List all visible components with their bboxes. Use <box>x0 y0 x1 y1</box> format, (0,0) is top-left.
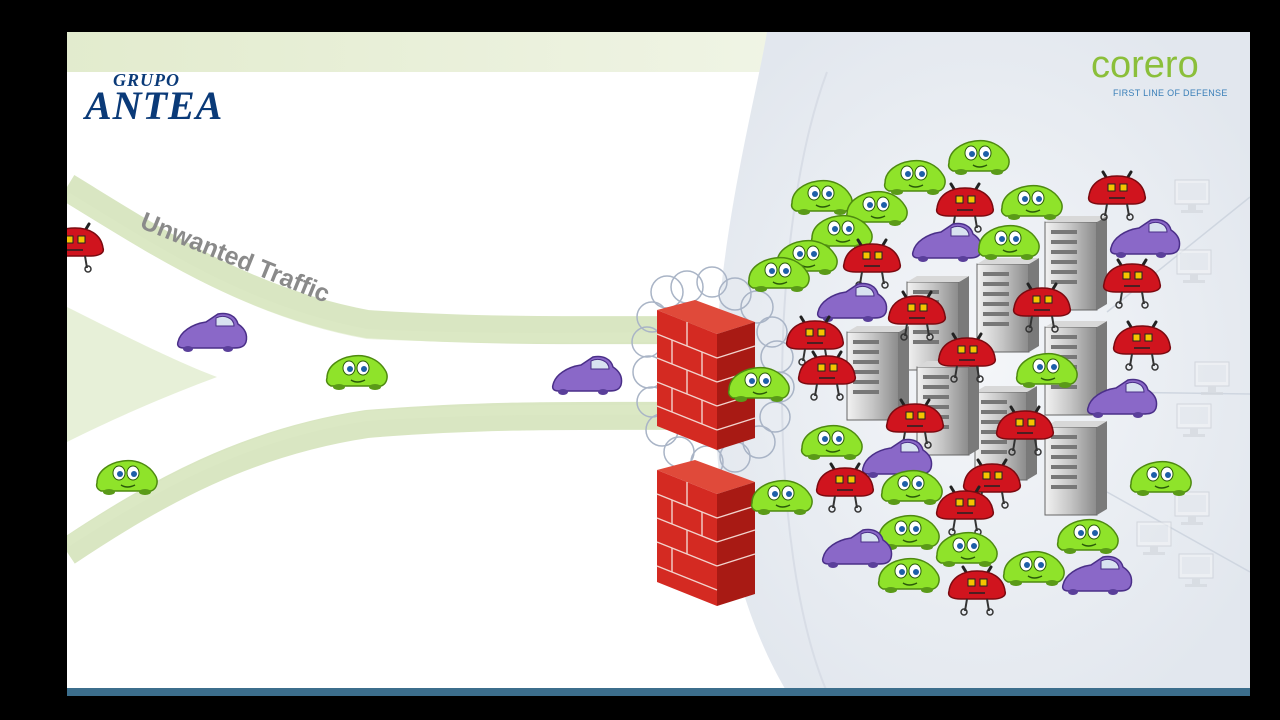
firewall-icon <box>656 460 756 606</box>
grupo-antea-logo: GRUPO ANTEA <box>85 70 222 130</box>
logo-corero-text: corero <box>1091 44 1199 86</box>
logo-antea-text: ANTEA <box>85 83 224 128</box>
corero-logo: corero FIRST LINE OF DEFENSE <box>1091 44 1241 104</box>
network-traffic-illustration <box>67 32 1250 692</box>
slide-bottom-bar <box>67 688 1250 696</box>
logo-grupo-text: GRUPO <box>113 70 180 90</box>
firewall-icon <box>656 300 756 450</box>
logo-tagline: FIRST LINE OF DEFENSE <box>1113 88 1228 98</box>
presentation-slide: GRUPO ANTEA corero FIRST LINE OF DEFENSE… <box>67 32 1250 692</box>
